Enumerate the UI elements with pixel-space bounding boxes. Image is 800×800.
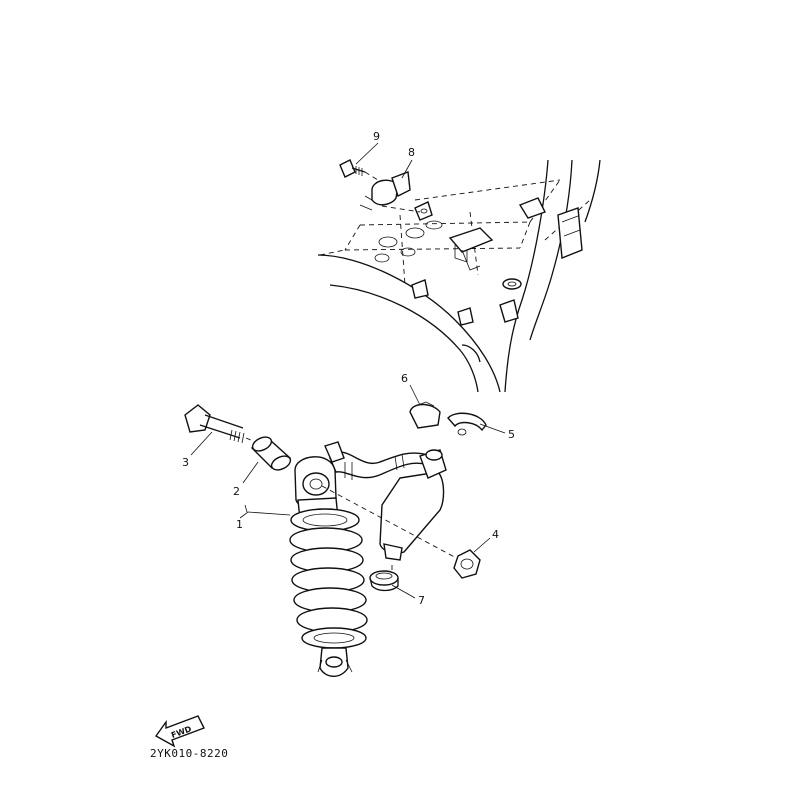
collar-2 [250,436,292,471]
band-7 [369,570,399,592]
callout-1: 1 [236,518,243,531]
frame-tab [499,299,519,323]
frame-hole [374,253,390,263]
callout-9: 9 [373,130,380,143]
cross-member [344,221,531,251]
frame-rail [504,159,549,393]
reservoir-canister [379,471,445,554]
callout-6: 6 [401,372,408,385]
frame-grommet [502,278,522,290]
fwd-arrow-icon: FWD [154,715,205,748]
hose-clamp-8 [371,179,399,206]
callout-7: 7 [418,594,425,607]
frame-hole [400,247,416,257]
leader-lines [190,142,506,599]
side-bracket-clip [518,197,546,219]
frame-tab [457,307,474,326]
frame-hole [378,236,398,248]
upper-shock-mount [448,227,494,253]
callout-8: 8 [408,146,415,159]
bolt-9 [339,159,366,178]
hose-clamp-assembly [339,159,421,213]
callout-3: 3 [182,456,189,469]
alignment-line [321,485,461,561]
clip-6 [409,403,441,429]
clip-5 [447,412,487,432]
nut-4 [453,549,481,579]
frame-hole [405,227,425,239]
callout-2: 2 [233,485,240,498]
bolt-3 [184,404,271,449]
callout-5: 5 [508,428,515,441]
drawing-code: 2YK010-8220 [150,747,228,760]
frame-tab [414,201,433,221]
hose-clips [409,401,487,436]
side-bracket [557,207,583,259]
frame-section [317,159,601,393]
frame-tube [317,254,501,393]
frame-tab [411,279,429,299]
callout-4: 4 [492,528,499,541]
coil-spring [289,508,368,649]
frame-hole [425,220,443,230]
rear-shock-absorber [289,441,447,677]
